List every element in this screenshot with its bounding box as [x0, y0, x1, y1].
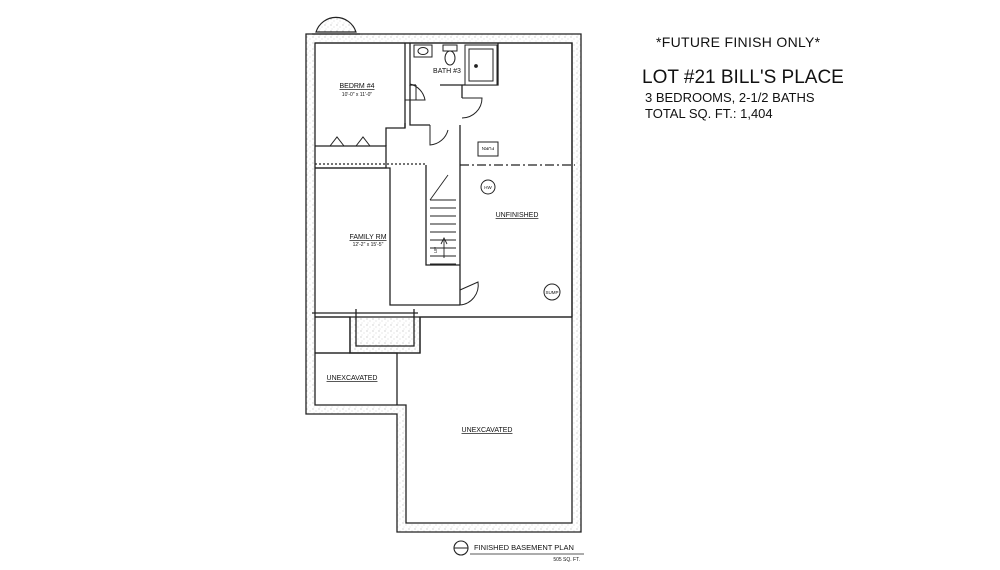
plan-sqft: 505 SQ. FT.	[553, 557, 580, 563]
furnace-label: FURN	[482, 146, 495, 151]
sump-label: SUMP	[545, 290, 558, 295]
unexcavated-left-label: UNEXCAVATED	[327, 375, 378, 382]
plan-title-block: FINISHED BASEMENT PLAN 505 SQ. FT.	[453, 540, 584, 563]
stair-treads	[429, 174, 456, 265]
water-heater: HW	[480, 179, 496, 195]
family-room-label: FAMILY RM	[349, 234, 386, 241]
toilet	[442, 44, 458, 52]
bedrooms-baths-text: 3 BEDROOMS, 2-1/2 BATHS	[645, 90, 815, 105]
lot-title: LOT #21 BILL'S PLACE	[642, 67, 844, 88]
sump-pit: SUMP	[543, 283, 561, 301]
bedroom-4-dims: 10'-0" x 11'-0"	[342, 92, 373, 98]
water-heater-label: HW	[484, 185, 492, 190]
stair-up-label: UP	[433, 247, 438, 253]
bath-3-label: BATH #3	[433, 68, 461, 75]
window-well	[312, 16, 360, 35]
plan-title: FINISHED BASEMENT PLAN	[474, 543, 574, 552]
furnace: FURN	[477, 141, 499, 157]
bedroom-4-label: BEDRM #4	[339, 83, 374, 90]
bath-fixtures	[413, 44, 498, 86]
foundation-wall	[305, 33, 582, 533]
total-sqft-text: TOTAL SQ. FT.: 1,404	[645, 106, 773, 121]
unexcavated-main-label: UNEXCAVATED	[462, 427, 513, 434]
doors	[329, 83, 483, 306]
family-room-dims: 12'-2" x 15'-5"	[353, 242, 384, 248]
future-finish-note: *FUTURE FINISH ONLY*	[656, 34, 821, 50]
unfinished-label: UNFINISHED	[496, 212, 539, 219]
interior-walls	[312, 42, 575, 405]
